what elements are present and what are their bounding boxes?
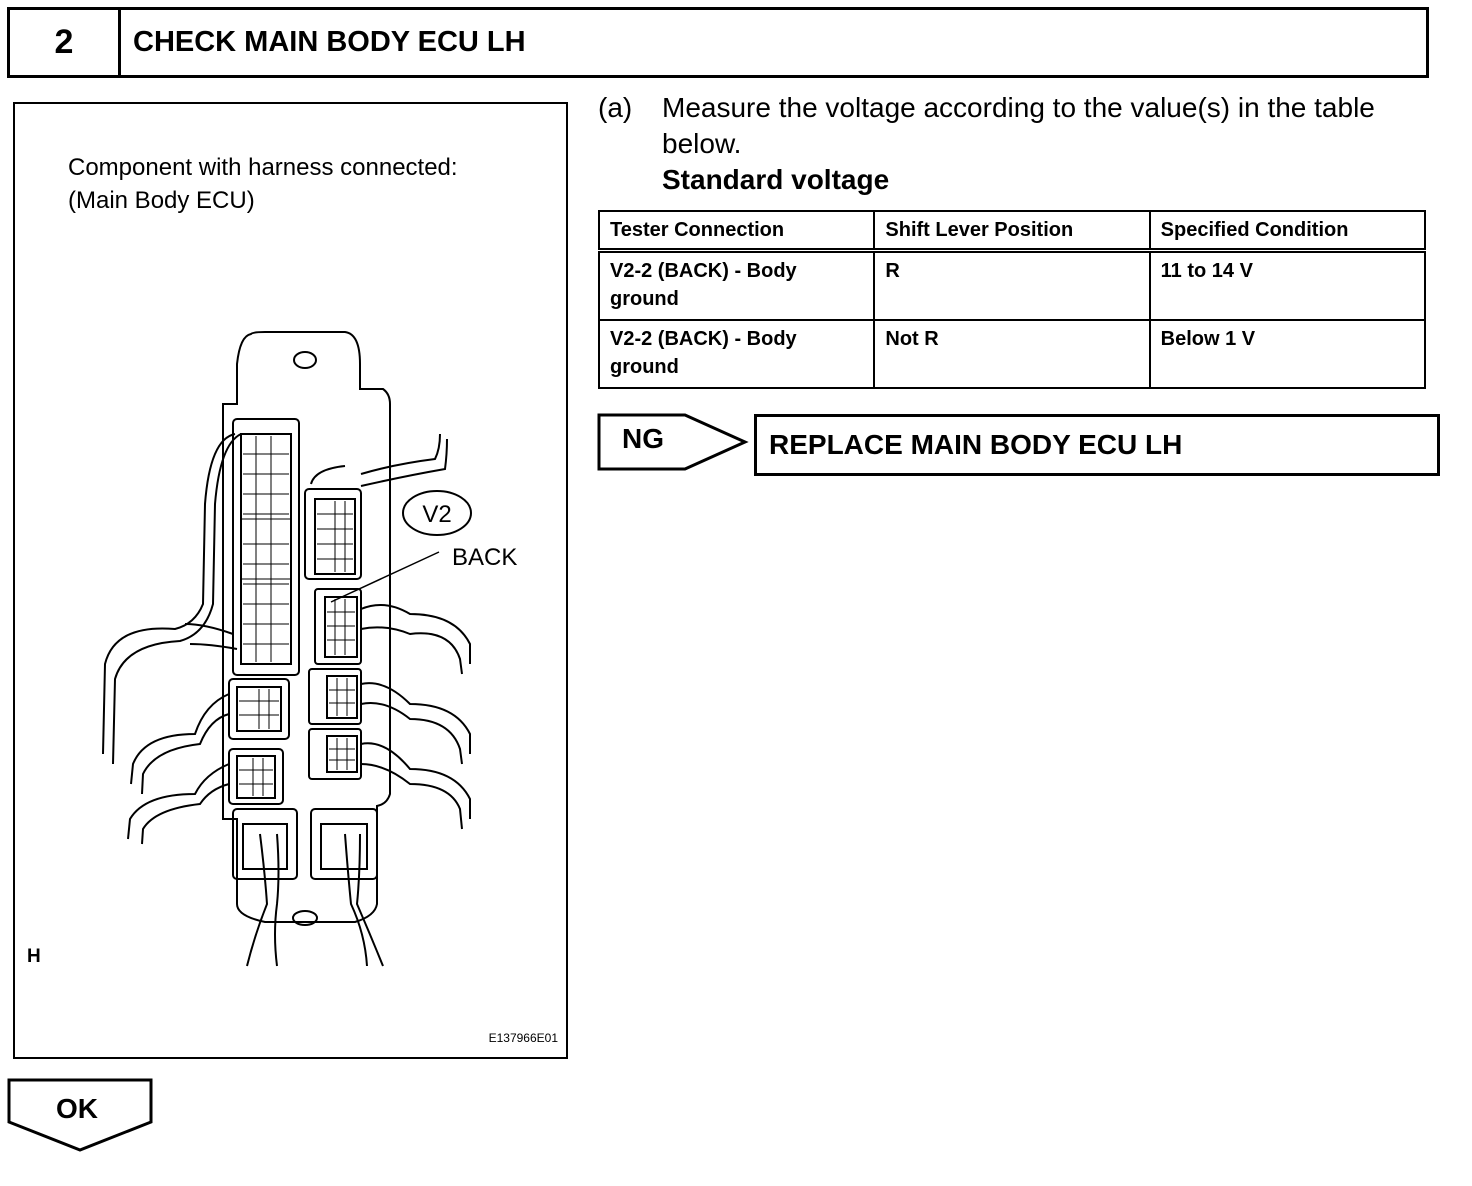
mounting-hole-bottom (292, 910, 318, 926)
figure-caption-line2: (Main Body ECU) (68, 187, 255, 214)
ecu-illustration: Component with harness connected: (Main … (13, 102, 568, 1059)
harness-left-lower-2 (127, 763, 230, 840)
table-cell: Below 1 V (1148, 319, 1427, 389)
step-number: 2 (10, 10, 121, 75)
table-row: V2-2 (BACK) - Body ground Not R Below 1 … (597, 319, 1427, 389)
harness-bottom-right (344, 833, 368, 967)
instruction-text: Measure the voltage according to the val… (662, 92, 1375, 159)
harness-lower-right (360, 742, 471, 819)
connector-left-lower-1 (228, 678, 290, 740)
figure-code: E137966E01 (488, 1031, 558, 1045)
instruction-marker: (a) (598, 92, 633, 123)
column-header: Shift Lever Position (873, 210, 1151, 253)
large-connector (232, 418, 300, 676)
table-header-row: Tester Connection Shift Lever Position S… (597, 210, 1427, 253)
ok-label: OK (56, 1093, 98, 1124)
step-header: 2 CHECK MAIN BODY ECU LH (7, 7, 1429, 78)
step-title: CHECK MAIN BODY ECU LH (133, 26, 526, 58)
connector-mid-right (308, 668, 362, 725)
table-row: V2-2 (BACK) - Body ground R 11 to 14 V (597, 249, 1427, 321)
column-header: Tester Connection (597, 210, 876, 253)
table-cell: V2-2 (BACK) - Body ground (597, 249, 876, 321)
harness-bottom-left (246, 833, 269, 967)
figure-corner-letter: H (27, 946, 41, 967)
figure-caption-line1: Component with harness connected: (68, 154, 458, 181)
back-terminal-label: BACK (452, 544, 517, 571)
ok-arrow-icon (7, 1078, 153, 1152)
connector-v2 (314, 588, 362, 665)
ng-label: NG (622, 423, 664, 454)
v2-callout-circle (402, 490, 472, 536)
table-cell: Not R (873, 319, 1151, 389)
harness-left (102, 433, 236, 755)
connector-bottom-right (310, 808, 378, 880)
standard-voltage-table: Tester Connection Shift Lever Position S… (597, 210, 1427, 389)
harness-mid-right (360, 682, 471, 754)
connector-left-lower-2 (228, 748, 284, 805)
v2-callout-label: V2 (422, 501, 451, 528)
mounting-hole-top (293, 351, 317, 369)
connector-lower-right (308, 728, 362, 780)
column-header: Specified Condition (1148, 210, 1427, 253)
ng-arrow-icon (597, 413, 749, 471)
connector-top-right (304, 488, 362, 580)
table-cell: 11 to 14 V (1148, 249, 1427, 321)
table-cell: V2-2 (BACK) - Body ground (597, 319, 876, 389)
ecu-housing (222, 331, 391, 923)
standard-voltage-label: Standard voltage (662, 164, 890, 195)
harness-top-right (360, 433, 441, 475)
ng-action-box: REPLACE MAIN BODY ECU LH (754, 414, 1440, 476)
figure-caption: Component with harness connected: (Main … (68, 151, 458, 217)
harness-v2 (360, 604, 471, 664)
back-leader-line (330, 551, 440, 603)
ecu-drawing: V2 BACK (102, 331, 517, 967)
table-cell: R (873, 249, 1151, 321)
harness-left-lower-1 (130, 693, 230, 785)
